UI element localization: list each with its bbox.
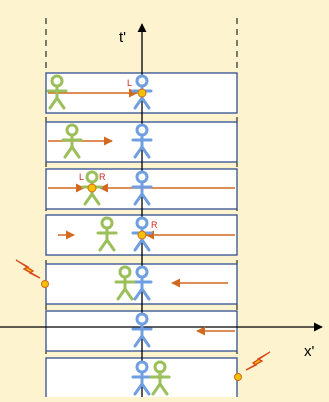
- t-axis-label: t': [119, 29, 126, 46]
- reception-dot-4: [137, 230, 147, 240]
- blue-observer-3: [131, 170, 153, 206]
- lightning-left-icon: [15, 259, 49, 288]
- reception-points: [87, 88, 147, 240]
- green-observer-5: [114, 265, 136, 301]
- label-frame-1-L: L: [127, 78, 132, 88]
- lightning-right-icon: [234, 351, 271, 381]
- blue-observers: [131, 74, 153, 396]
- reception-dot-3: [87, 183, 97, 193]
- blue-observer-6: [131, 312, 153, 348]
- label-frame-3-R: R: [99, 172, 106, 182]
- green-observer-2: [61, 123, 83, 159]
- label-frame-3-L: L: [79, 172, 84, 182]
- lr-labels: L L R R: [79, 78, 158, 230]
- blue-observer-7: [131, 360, 153, 396]
- light-beams: [48, 88, 235, 336]
- label-frame-4-R: R: [151, 220, 158, 230]
- green-observer-4: [96, 216, 118, 252]
- reception-dot-1: [137, 88, 147, 98]
- green-observer-1: [46, 74, 68, 110]
- green-observers: [46, 74, 171, 396]
- x-axis-label: x': [304, 343, 315, 360]
- blue-observer-5: [131, 265, 153, 301]
- green-observer-7: [149, 360, 171, 396]
- blue-observer-2: [131, 123, 153, 159]
